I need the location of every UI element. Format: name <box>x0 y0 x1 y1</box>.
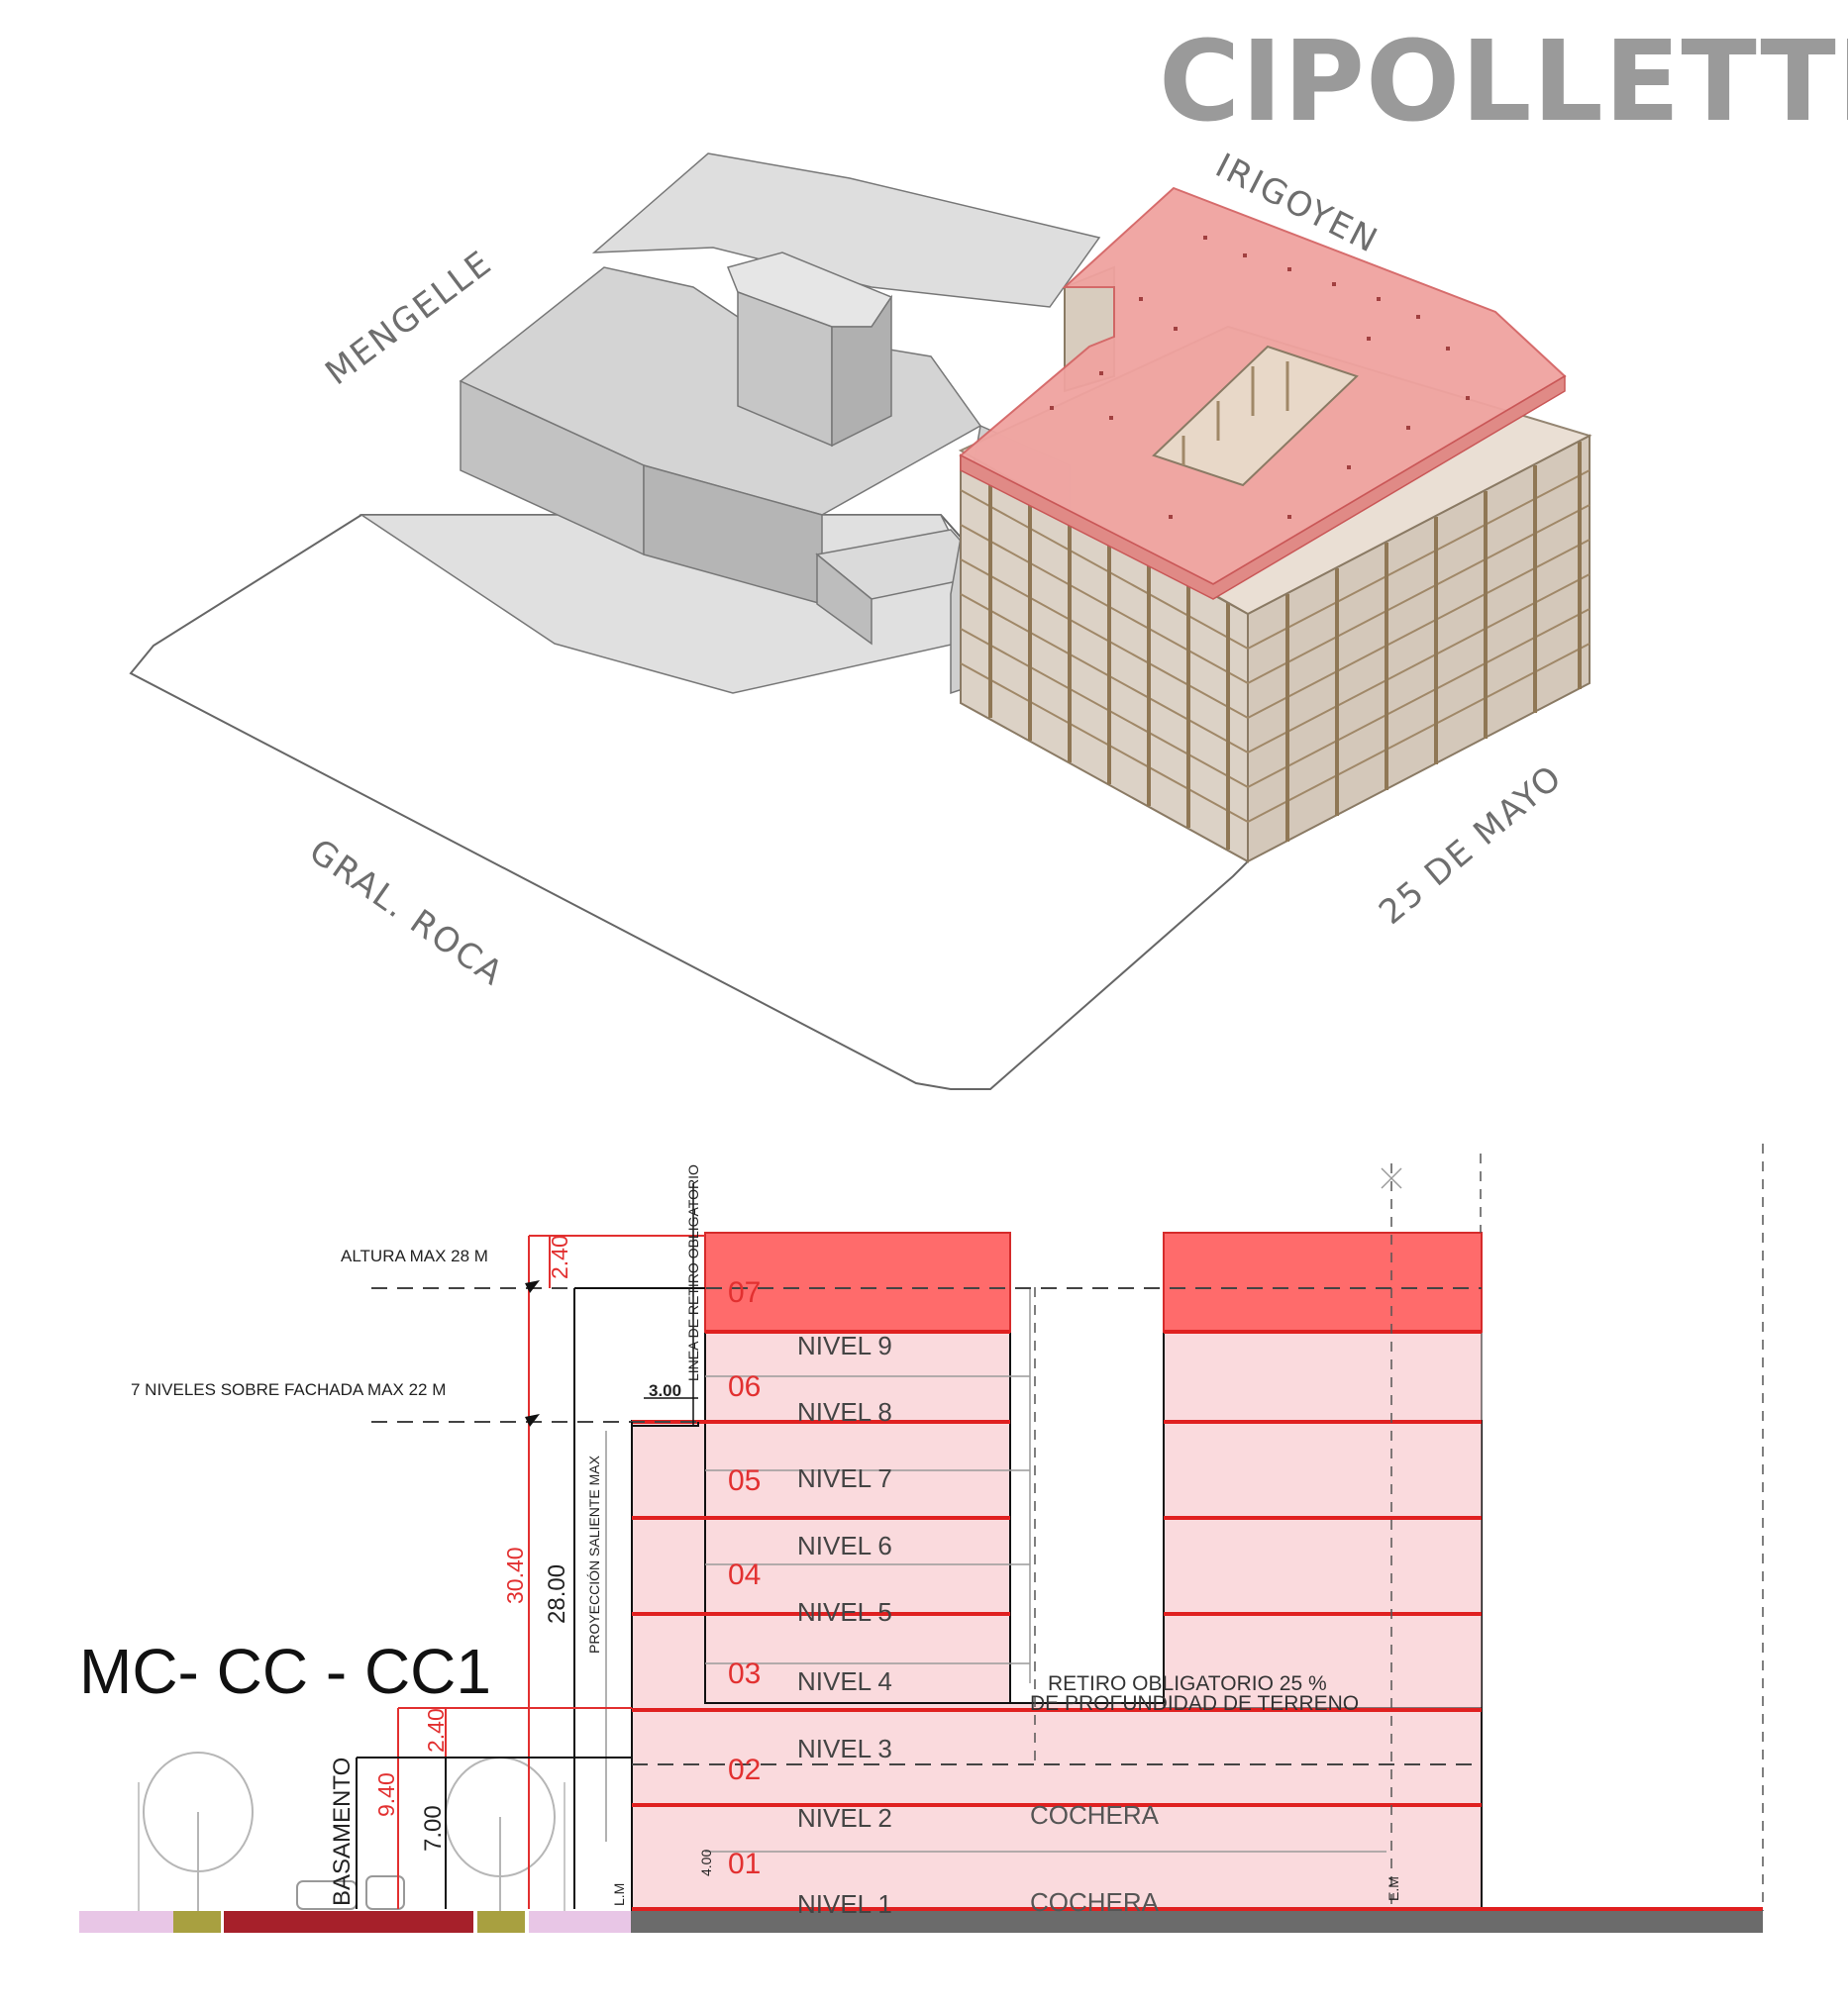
setback-step <box>631 1422 699 1427</box>
section-dashed-lines <box>371 1287 1482 1765</box>
level-label-3: NIVEL 3 <box>797 1734 892 1763</box>
dim-9-40: 9.40 <box>373 1772 399 1817</box>
section-vertical-dashed <box>1034 1144 1764 1911</box>
label-basamento: BASAMENTO <box>329 1758 356 1906</box>
label-cochera-lower: COCHERA <box>1030 1887 1160 1917</box>
planter-left <box>173 1911 221 1933</box>
dimension-lines <box>356 1183 705 1909</box>
floor-number-06: 06 <box>728 1370 761 1403</box>
roof-courtyard <box>1152 345 1359 487</box>
label-proyeccion: PROYECCIÓN SALIENTE MAX <box>586 1455 602 1654</box>
level-label-1: NIVEL 1 <box>797 1889 892 1919</box>
page-title: CIPOLLETTI <box>1159 18 1848 147</box>
dim-28-00: 28.00 <box>544 1564 570 1624</box>
roadway <box>224 1911 473 1933</box>
level-label-8: NIVEL 8 <box>797 1397 892 1427</box>
dim-4-00: 4.00 <box>698 1850 714 1876</box>
side-face-floor-lines <box>1247 469 1591 823</box>
floor-number-01: 01 <box>728 1848 761 1880</box>
section-thin-lines <box>605 1287 1386 1853</box>
tree-right-icon <box>445 1757 565 1911</box>
floor-number-02: 02 <box>728 1754 761 1786</box>
section-drawing: ALTURA MAX 28 M 7 NIVELES SOBRE FACHADA … <box>79 1144 1764 1933</box>
label-em: E.M <box>1386 1876 1401 1901</box>
roof-column-dots <box>1050 236 1470 519</box>
grey-low-block-front <box>816 553 873 646</box>
red-roof-edge <box>960 374 1566 600</box>
leader-arrows <box>525 1280 540 1427</box>
grey-tower-side <box>831 294 892 448</box>
roof-band-front <box>704 1232 1011 1333</box>
label-cochera-upper: COCHERA <box>1030 1800 1160 1830</box>
floor-number-07: 07 <box>728 1276 761 1309</box>
floor-number-05: 05 <box>728 1464 761 1497</box>
label-niveles-fachada: 7 NIVELES SOBRE FACHADA MAX 22 M <box>131 1380 446 1399</box>
dim-30-40: 30.40 <box>502 1547 528 1604</box>
front-face-columns <box>988 470 1230 850</box>
front-face-floor-lines <box>960 489 1249 823</box>
label-linea-retiro: LINEA DE RETIRO OBLIGATORIO <box>685 1164 701 1381</box>
sidewalk-right <box>529 1911 631 1933</box>
level-label-4: NIVEL 4 <box>797 1666 892 1696</box>
sidewalk-left <box>79 1911 173 1933</box>
level-label-7: NIVEL 7 <box>797 1463 892 1493</box>
label-lm: L.M <box>611 1883 627 1906</box>
axis-marker <box>1381 1167 1402 1189</box>
roof-band-rear <box>1163 1232 1483 1333</box>
level-label-2: NIVEL 2 <box>797 1803 892 1833</box>
dim-2-40-low: 2.40 <box>423 1708 449 1753</box>
floor-number-03: 03 <box>728 1658 761 1690</box>
planter-right <box>477 1911 525 1933</box>
level-label-9: NIVEL 9 <box>797 1331 892 1360</box>
ground-slab <box>631 1911 1763 1933</box>
retiro-note-line2: DE PROFUNDIDAD DE TERRENO <box>1030 1692 1359 1715</box>
street-label-25-de-mayo: 25 DE MAYO <box>1372 757 1571 933</box>
courtyard-gap <box>1010 1233 1164 1703</box>
zone-code: MC- CC - CC1 <box>79 1636 491 1707</box>
label-altura-max: ALTURA MAX 28 M <box>341 1247 488 1265</box>
level-label-6: NIVEL 6 <box>797 1531 892 1560</box>
courtyard-columns <box>1181 361 1289 465</box>
retiro-note-line1: RETIRO OBLIGATORIO 25 % <box>1048 1672 1327 1695</box>
dim-7-00: 7.00 <box>420 1805 447 1852</box>
dim-3-00: 3.00 <box>649 1381 681 1400</box>
floor-number-04: 04 <box>728 1558 761 1591</box>
side-face-columns <box>1285 442 1582 842</box>
tree-left-icon <box>138 1752 254 1911</box>
dim-2-40-top: 2.40 <box>547 1235 572 1279</box>
level-label-5: NIVEL 5 <box>797 1597 892 1627</box>
axonometric-view: IRIGOYEN MENGELLE GRAL. ROCA 25 DE MAYO <box>129 146 1592 1090</box>
grey-block-rear-top <box>591 152 1101 308</box>
